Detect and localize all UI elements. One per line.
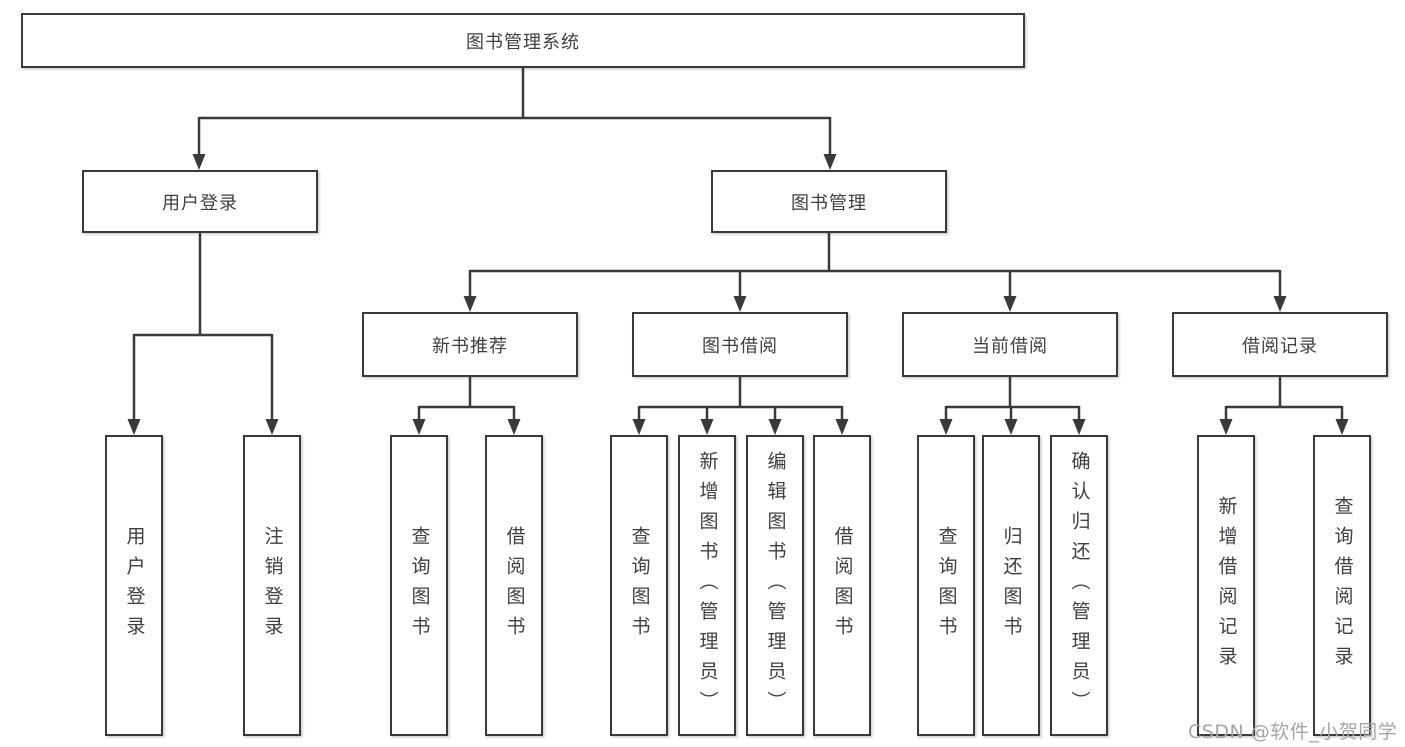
leaf-label: 查询借阅记录: [1331, 495, 1354, 676]
leaf-label: 用户登录: [123, 525, 146, 646]
leaf-label: 注销登录: [261, 525, 284, 646]
leaf-confirm-return-admin: 确认归还（管理员）: [1050, 435, 1108, 736]
leaf-label: 确认归还（管理员）: [1068, 450, 1091, 721]
leaf-query-borrow-record: 查询借阅记录: [1313, 435, 1371, 736]
watermark: CSDN @软件_小贺同学: [1188, 721, 1398, 743]
node-user-login: 用户登录: [82, 170, 318, 233]
leaf-label: 查询图书: [408, 525, 431, 646]
leaf-return-books: 归还图书: [982, 435, 1040, 736]
leaf-query-books-recommend: 查询图书: [390, 435, 448, 736]
leaf-query-books-borrow: 查询图书: [610, 435, 668, 736]
leaf-label: 编辑图书（管理员）: [764, 450, 787, 721]
leaf-label: 查询图书: [628, 525, 651, 646]
leaf-borrow-books: 借阅图书: [813, 435, 871, 736]
leaf-label: 归还图书: [1000, 525, 1023, 646]
node-new-book-recommend: 新书推荐: [362, 312, 578, 377]
leaf-edit-books-admin: 编辑图书（管理员）: [746, 435, 804, 736]
leaf-add-books-admin: 新增图书（管理员）: [678, 435, 736, 736]
leaf-label: 借阅图书: [831, 525, 854, 646]
leaf-label: 新增图书（管理员）: [696, 450, 719, 721]
leaf-label: 借阅图书: [503, 525, 526, 646]
leaf-query-books-current: 查询图书: [917, 435, 975, 736]
leaf-label: 新增借阅记录: [1215, 495, 1238, 676]
leaf-borrow-books-recommend: 借阅图书: [485, 435, 543, 736]
leaf-label: 查询图书: [935, 525, 958, 646]
leaf-add-borrow-record: 新增借阅记录: [1197, 435, 1255, 736]
node-book-management: 图书管理: [711, 170, 947, 233]
node-borrow-records: 借阅记录: [1172, 312, 1388, 377]
node-book-borrow: 图书借阅: [632, 312, 848, 377]
node-root-system: 图书管理系统: [21, 13, 1025, 68]
leaf-user-login: 用户登录: [105, 435, 163, 736]
leaf-logout: 注销登录: [243, 435, 301, 736]
node-current-borrow: 当前借阅: [902, 312, 1118, 377]
